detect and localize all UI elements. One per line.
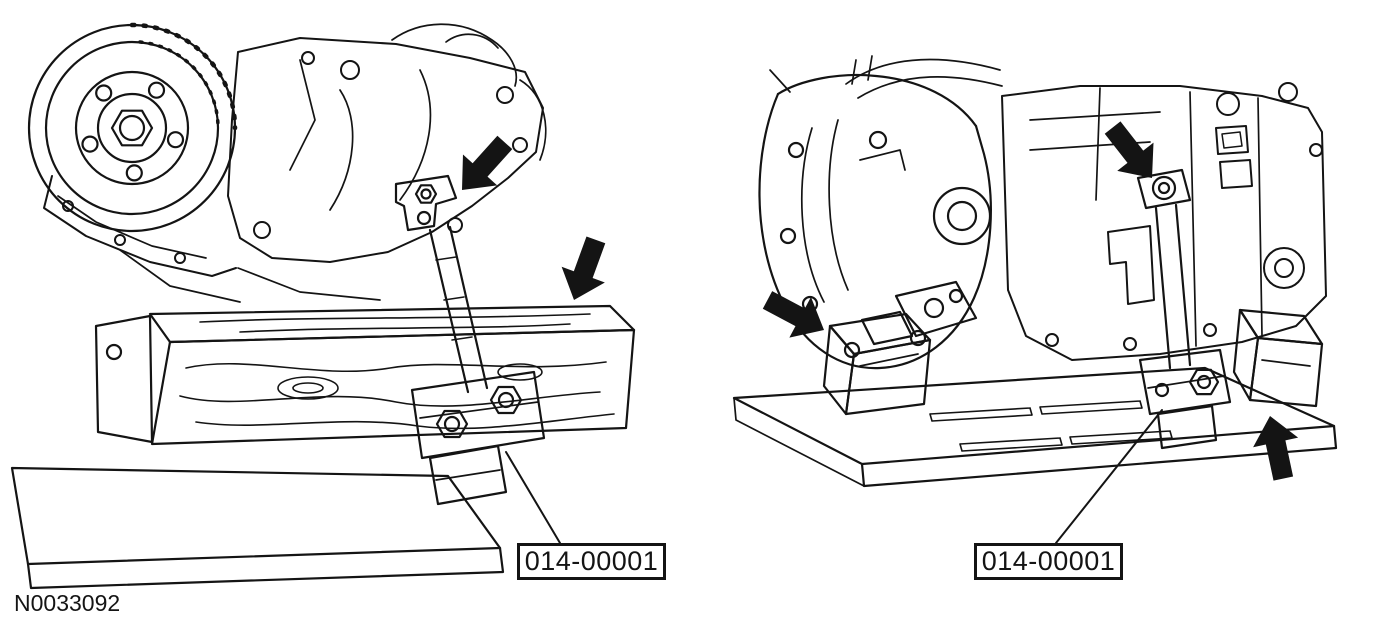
workbench-drawing [10,466,505,590]
pointer-arrow-icon [762,291,824,338]
flywheel-drawing [27,22,238,233]
base-plate-drawing [732,366,1338,488]
pointer-arrow-icon [1104,121,1154,178]
wood-block-drawing [94,304,636,446]
callout-leader-line [505,451,561,544]
right-view-illustration [732,55,1338,544]
pointer-arrow-icon [561,236,606,300]
transaxle-body-drawing [1001,82,1327,361]
part-number-callout-left: 014-00001 [517,543,666,580]
pointer-arrow-icon [1253,416,1299,481]
part-number-label: 014-00001 [524,546,659,576]
left-view-illustration [10,22,636,590]
support-bracket-drawing [1136,168,1232,450]
pointer-arrow-icon [462,135,513,190]
callout-leader-line [1055,409,1163,544]
part-number-callout-right: 014-00001 [974,543,1123,580]
left-support-block-drawing [822,312,932,416]
engine-block-drawing [43,23,547,303]
right-support-block-drawing [1232,308,1324,408]
bell-housing-drawing [758,55,1003,370]
part-number-label: 014-00001 [981,546,1116,576]
t-slots [929,400,1173,452]
support-bracket-drawing [394,174,546,506]
figure-id: N0033092 [14,590,121,616]
